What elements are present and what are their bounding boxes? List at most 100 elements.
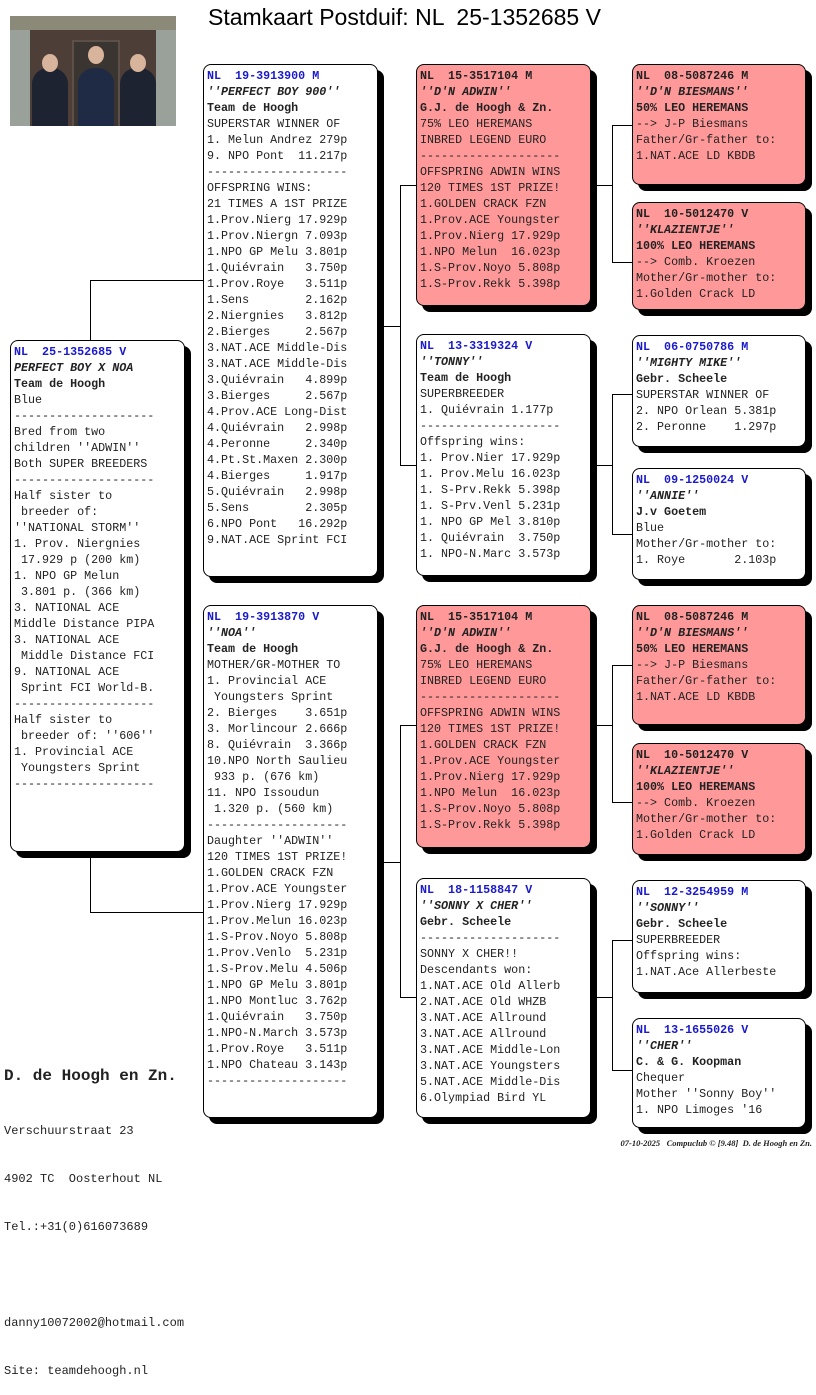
connector-line bbox=[612, 665, 632, 666]
info-line: 3.Quiévrain 4.899p bbox=[207, 373, 348, 387]
info-line: 3.NAT.ACE Allround bbox=[420, 1011, 547, 1025]
pigeon-name: ''D'N BIESMANS'' bbox=[636, 85, 749, 99]
info-line: ''NATIONAL STORM'' bbox=[14, 521, 141, 535]
info-line: 1.NAT.Ace Allerbeste bbox=[636, 965, 777, 979]
pigeon-card-sire[interactable]: NL 19-3913900 M''PERFECT BOY 900''Team d… bbox=[203, 64, 378, 577]
info-line: Mother/Gr-mother to: bbox=[636, 812, 777, 826]
info-line: Bred from two bbox=[14, 425, 106, 439]
info-line: 2.NAT.ACE Old WHZB bbox=[420, 995, 547, 1009]
info-line: 1. Quiévrain 1.177p bbox=[420, 403, 554, 417]
connector-line bbox=[612, 394, 613, 534]
info-line: SUPERSTAR WINNER OF bbox=[207, 117, 341, 131]
pigeon-card-sds[interactable]: NL 06-0750786 M''MIGHTY MIKE''Gebr. Sche… bbox=[632, 335, 806, 447]
owner-email[interactable]: danny10072002@hotmail.com bbox=[4, 1316, 185, 1330]
info-line: 1. Provincial ACE bbox=[207, 674, 327, 688]
pigeon-card-dd[interactable]: NL 18-1158847 V ''SONNY X CHER'' Gebr. Sch… bbox=[416, 878, 591, 1118]
connector-line bbox=[378, 862, 400, 863]
ring-number: NL 13-3319324 V bbox=[420, 339, 533, 353]
info-line: 1.Prov.Melun 16.023p bbox=[207, 914, 348, 928]
info-line: 1.GOLDEN CRACK FZN bbox=[207, 866, 334, 880]
info-line: 1.Prov.Niergn 7.093p bbox=[207, 229, 348, 243]
info-line: 1. NPO GP Mel 3.810p bbox=[420, 515, 561, 529]
info-line: SONNY X CHER!! bbox=[420, 947, 519, 961]
pigeon-name: ''SONNY X CHER'' bbox=[420, 899, 533, 913]
info-line: 120 TIMES 1ST PRIZE! bbox=[420, 181, 561, 195]
info-line: Half sister to bbox=[14, 489, 113, 503]
info-line: Descendants won: bbox=[420, 963, 533, 977]
owner-city: 4902 TC Oosterhout NL bbox=[4, 1172, 163, 1186]
info-line: 3.NAT.ACE Middle-Dis bbox=[207, 357, 348, 371]
info-line: Offspring wins: bbox=[636, 949, 742, 963]
info-line: children ''ADWIN'' bbox=[14, 441, 141, 455]
info-line: 3.801 p. (366 km) bbox=[14, 585, 141, 599]
pigeon-card-sss[interactable]: NL 08-5087246 M''D'N BIESMANS''50% LEO H… bbox=[632, 64, 806, 185]
info-line: 2.Bierges 2.567p bbox=[207, 325, 348, 339]
pigeon-card-ds[interactable]: NL 15-3517104 M''D'N ADWIN''G.J. de Hoog… bbox=[416, 605, 591, 848]
connector-line bbox=[400, 185, 416, 186]
info-line: 1. S-Prv.Venl 5.231p bbox=[420, 499, 561, 513]
connector-line bbox=[400, 185, 401, 465]
info-line: 3.NAT.ACE Middle-Dis bbox=[207, 341, 348, 355]
info-line: OFFSPRING ADWIN WINS bbox=[420, 706, 561, 720]
connector-line bbox=[612, 534, 632, 535]
info-line: 6.Olympiad Bird YL bbox=[420, 1091, 547, 1105]
info-line: 9. NPO Pont 11.217p bbox=[207, 149, 348, 163]
info-line: Father/Gr-father to: bbox=[636, 133, 777, 147]
ring-number: NL 18-1158847 V bbox=[420, 883, 533, 897]
pigeon-name: ''CHER'' bbox=[636, 1039, 693, 1053]
info-line: 1.Prov.Nierg 17.929p bbox=[420, 770, 561, 784]
info-line: Mother/Gr-mother to: bbox=[636, 271, 777, 285]
info-line: Half sister to bbox=[14, 713, 113, 727]
owner-name: D. de Hoogh en Zn. bbox=[4, 1067, 177, 1085]
info-line: 5.Sens 2.305p bbox=[207, 501, 348, 515]
info-line: 1.S-Prov.Noyo 5.808p bbox=[420, 802, 561, 816]
info-line: Blue bbox=[14, 393, 43, 407]
pigeon-card-dsd[interactable]: NL 10-5012470 V''KLAZIENTJE''100% LEO HE… bbox=[632, 743, 806, 855]
info-line: 1.Golden Crack LD bbox=[636, 287, 756, 301]
pigeon-card-ssd[interactable]: NL 10-5012470 V''KLAZIENTJE''100% LEO HE… bbox=[632, 202, 806, 310]
software-credit: Compuclub © [9.48] D. de Hoogh en Zn. bbox=[666, 1138, 812, 1148]
pigeon-name: ''PERFECT BOY 900'' bbox=[207, 85, 341, 99]
connector-line bbox=[612, 125, 632, 126]
pigeon-name: ''TONNY'' bbox=[420, 355, 484, 369]
connector-line bbox=[400, 465, 416, 466]
info-line: 1.Prov.Roye 3.511p bbox=[207, 277, 348, 291]
info-line: SUPERBREEDER bbox=[636, 933, 721, 947]
pigeon-card-dss[interactable]: NL 08-5087246 M''D'N BIESMANS''50% LEO H… bbox=[632, 605, 806, 725]
info-line: Middle Distance FCI bbox=[14, 649, 155, 663]
info-line: 1.Prov.ACE Youngster bbox=[420, 213, 561, 227]
print-date: 07-10-2025 bbox=[620, 1138, 661, 1148]
info-line: 75% LEO HEREMANS bbox=[420, 658, 533, 672]
breeder: Gebr. Scheele bbox=[420, 915, 512, 929]
info-line: 1.NPO GP Melu 3.801p bbox=[207, 978, 348, 992]
ring-number: NL 13-1655026 V bbox=[636, 1023, 749, 1037]
breeder: G.J. de Hoogh & Zn. bbox=[420, 642, 554, 656]
info-line: 1.Prov.Nierg 17.929p bbox=[207, 213, 348, 227]
pigeon-card-ss[interactable]: NL 15-3517104 M''D'N ADWIN''G.J. de Hoog… bbox=[416, 64, 591, 306]
info-line: Both SUPER BREEDERS bbox=[14, 457, 148, 471]
info-line: 1.NPO GP Melu 3.801p bbox=[207, 245, 348, 259]
connector-line bbox=[400, 725, 416, 726]
info-line: 1. Melun Andrez 279p bbox=[207, 133, 348, 147]
owner-site[interactable]: Site: teamdehoogh.nl bbox=[4, 1364, 149, 1378]
info-line: 120 TIMES 1ST PRIZE! bbox=[207, 850, 348, 864]
breeder: Gebr. Scheele bbox=[636, 917, 728, 931]
connector-line bbox=[591, 997, 613, 998]
ring-number: NL 09-1250024 V bbox=[636, 473, 749, 487]
info-line: 1.S-Prov.Rekk 5.398p bbox=[420, 277, 561, 291]
info-line: 9.NAT.ACE Sprint FCI bbox=[207, 533, 348, 547]
connector-line bbox=[90, 912, 203, 913]
info-line: Middle Distance PIPA bbox=[14, 617, 155, 631]
info-line: 1. NPO GP Melun bbox=[14, 569, 120, 583]
breeder: 100% LEO HEREMANS bbox=[636, 780, 756, 794]
connector-line bbox=[612, 262, 632, 263]
info-line: 1.NPO-N.March 3.573p bbox=[207, 1026, 348, 1040]
info-line: 21 TIMES A 1ST PRIZE bbox=[207, 197, 348, 211]
footer: 07-10-2025 Compuclub © [9.48] D. de Hoog… bbox=[621, 1138, 812, 1148]
